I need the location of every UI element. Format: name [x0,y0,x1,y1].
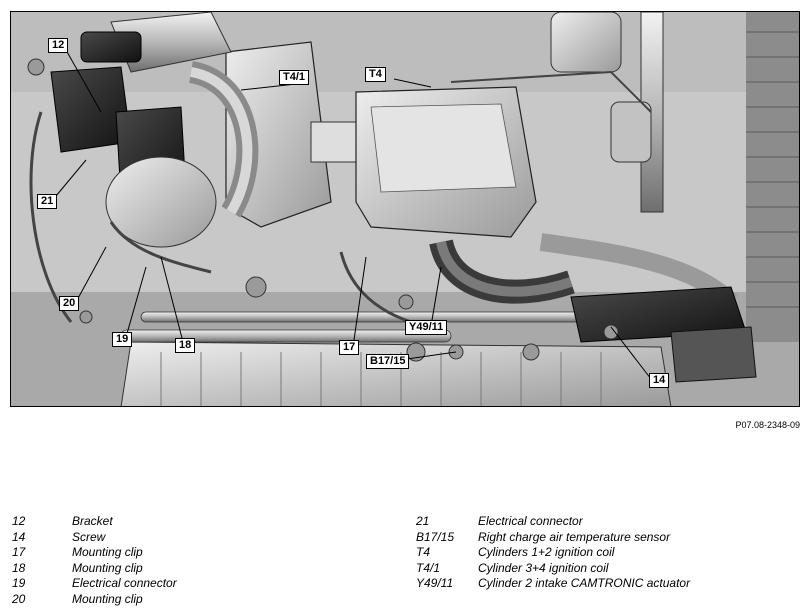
legend-code: 19 [12,576,26,591]
engine-drawing [11,12,799,406]
legend-row: Y49/11 Cylinder 2 intake CAMTRONIC actuat… [416,576,690,592]
legend-desc: Mounting clip [72,591,143,606]
legend-code: 21 [416,514,430,528]
legend-row: T4 Cylinders 1+2 ignition coil [416,545,690,561]
legend-code: T4 [416,545,431,560]
legend-row: B17/15 Right charge air temperature senso… [416,530,690,546]
engine-illustration: 12 T4/1 T4 21 20 19 18 17 Y49/11 B17/15 … [10,11,800,407]
legend-row: 17 Mounting clip [12,545,177,561]
legend-code: T4/1 [416,560,441,575]
legend-desc: Screw [72,529,106,544]
legend-code: 14 [12,529,26,544]
callout-t4: T4 [365,67,386,82]
legend-code: Y49/11 [416,576,454,591]
figure-reference-code: P07.08-2348-09 [735,420,800,430]
legend-row: 21 Electrical connector [416,514,690,530]
legend-desc: Mounting clip [72,560,143,575]
callout-y49-11: Y49/11 [405,320,448,335]
legend-code: 17 [12,545,26,560]
legend-desc: Cylinder 3+4 ignition coil [478,560,609,575]
legend-desc: Cylinders 1+2 ignition coil [478,545,615,560]
callout-b17-15: B17/15 [366,354,410,369]
legend-row: 18 Mounting clip [12,561,177,577]
legend-row: 20 Mounting clip [12,592,177,608]
legend-code: 12 [12,514,26,528]
callout-21: 21 [37,194,58,209]
callout-18: 18 [175,338,196,353]
callout-19: 19 [112,332,133,347]
legend-code: B17/15 [416,529,455,544]
legend-row: 19 Electrical connector [12,576,177,592]
legend-row: T4/1 Cylinder 3+4 ignition coil [416,561,690,577]
callout-17: 17 [339,340,360,355]
callout-t4-1: T4/1 [279,70,310,85]
callout-14: 14 [649,373,670,388]
legend-desc: Mounting clip [72,545,143,560]
legend-desc: Electrical connector [72,576,177,591]
legend-right-column: 21 Electrical connector B17/15 Right charg… [416,514,690,592]
legend-desc: Cylinder 2 intake CAMTRONIC actuator [478,576,691,591]
legend-row: 14 Screw [12,530,177,546]
callout-20: 20 [59,296,80,311]
callout-12: 12 [48,38,69,53]
legend-desc: Electrical connector [478,514,583,528]
legend-row: 12 Bracket [12,514,177,530]
legend-desc: Bracket [72,514,113,528]
legend-code: 20 [12,591,26,606]
legend-desc: Right charge air temperature sensor [478,529,671,544]
legend-code: 18 [12,560,26,575]
